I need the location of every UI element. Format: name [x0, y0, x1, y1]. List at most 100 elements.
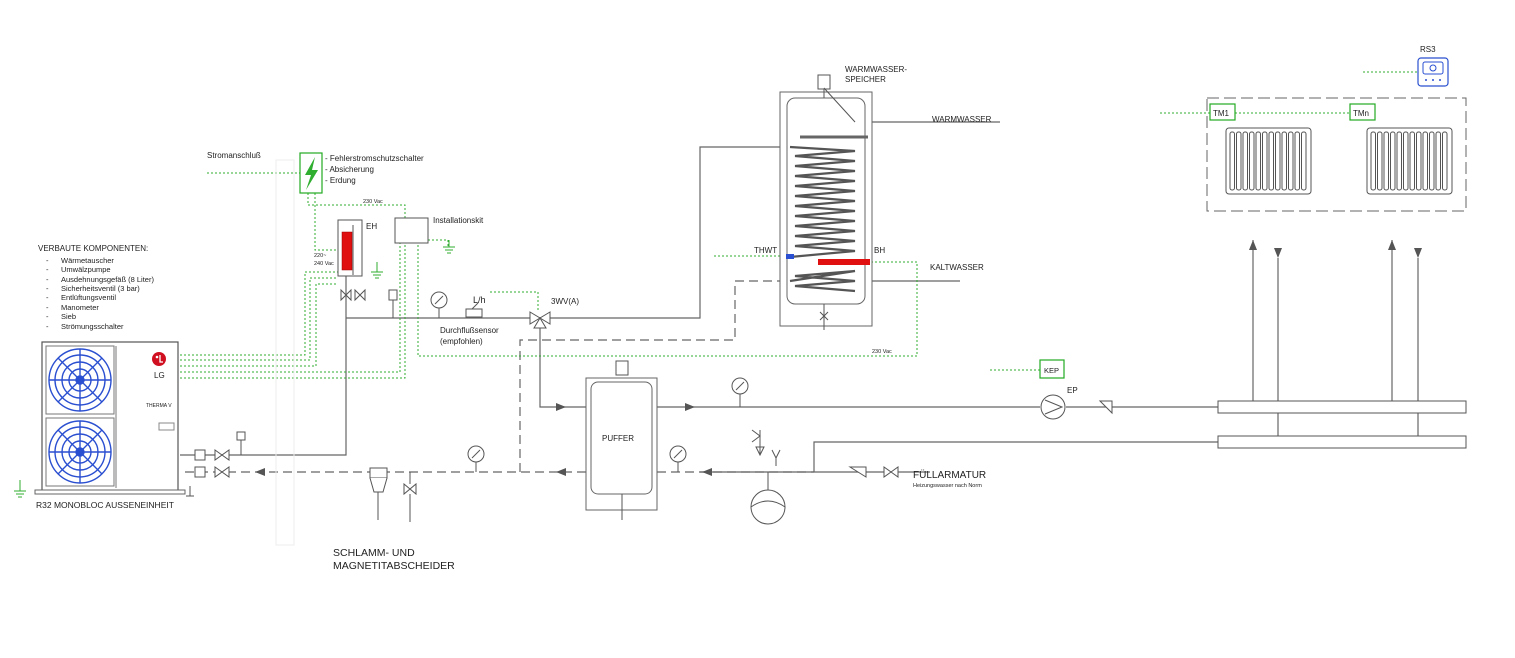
components-item: Wärmetauscher: [61, 256, 114, 265]
radiator-fin: [1435, 131, 1441, 191]
installation-kit-label: Installationskit: [433, 216, 484, 225]
svg-text:-: -: [46, 275, 49, 284]
radiator-fin: [1429, 131, 1435, 191]
svg-text:-: -: [46, 284, 49, 293]
electrical-wiring: [180, 71, 1418, 379]
manometer-icon: [467, 445, 485, 472]
radiator-fin: [1403, 131, 1409, 191]
radiator-fin: [1268, 131, 1274, 191]
components-item: Strömungsschalter: [61, 322, 124, 331]
unit-connections: [186, 431, 246, 497]
flow-arrows: [255, 240, 1422, 476]
buffer-label: PUFFER: [602, 434, 634, 443]
components-title: VERBAUTE KOMPONENTEN:: [38, 244, 148, 253]
ground-symbols: [14, 240, 455, 498]
tm1-box: [1209, 103, 1236, 121]
separator-label: MAGNETITABSCHEIDER: [333, 560, 455, 572]
radiator-fin: [1442, 131, 1448, 191]
components-item: Sieb: [61, 312, 76, 321]
rs3-label: RS3: [1420, 45, 1436, 54]
lightning-icon: [305, 157, 318, 190]
radiator-fin: [1288, 131, 1294, 191]
manometer-icon: [669, 445, 687, 472]
flow-sensor-label: Durchflußsensor: [440, 326, 499, 335]
filling-label: FÜLLARMATUR: [913, 469, 986, 481]
flow-unit-label: L/h: [473, 295, 486, 305]
brand-label: LG: [154, 371, 165, 380]
tmn-label: TMn: [1353, 109, 1369, 118]
voltage-label: 220~: [314, 253, 326, 259]
tmn-box: [1349, 103, 1376, 121]
svg-text:-: -: [46, 322, 49, 331]
filling-sublabel: Heizungswasser nach Norm: [913, 483, 982, 489]
radiator-fin: [1390, 131, 1396, 191]
radiator-fin: [1294, 131, 1300, 191]
voltage-label: 240 Vac: [314, 261, 334, 267]
three-way-valve: [529, 311, 551, 329]
svg-text:-: -: [46, 312, 49, 321]
power-label: Stromanschluß: [207, 151, 261, 160]
radiator-fin: [1262, 131, 1268, 191]
electric-heater: [337, 219, 366, 302]
dhw-tank: [779, 74, 873, 330]
components-item: Manometer: [61, 303, 99, 312]
radiator-fin: [1377, 131, 1383, 191]
tm1-label: TM1: [1213, 109, 1230, 118]
svg-text:-: -: [46, 293, 49, 302]
kep-label: KEP: [1044, 366, 1059, 375]
flow-sensor-icon: [465, 302, 483, 318]
three-way-valve-label: 3WV(A): [551, 297, 579, 306]
radiator-fin: [1255, 131, 1261, 191]
eh-label: EH: [366, 222, 377, 231]
installation-kit-box: [394, 217, 429, 244]
outdoor-unit: LG THERMA V: [34, 341, 186, 495]
radiator-fin: [1383, 131, 1389, 191]
kaltwasser-label: KALTWASSER: [930, 263, 984, 272]
flow-sensor-sublabel: (empfohlen): [440, 337, 483, 346]
return-pipes: [180, 280, 814, 473]
components-list: VERBAUTE KOMPONENTEN: Wärmetauscher Umwä…: [38, 244, 154, 331]
circulation-pump: [1040, 394, 1113, 420]
power-item: - Absicherung: [325, 165, 374, 174]
components-item: Umwälzpumpe: [61, 265, 111, 274]
model-label: THERMA V: [146, 403, 172, 409]
manometer-icon: [731, 377, 749, 407]
remote-controller-icon: [1417, 57, 1449, 87]
radiator-fin: [1275, 131, 1281, 191]
outdoor-unit-label: R32 MONOBLOC AUSSENEINHEIT: [36, 500, 174, 510]
radiator-fin: [1370, 131, 1376, 191]
fan-icon: [48, 348, 112, 412]
svg-text:-: -: [46, 265, 49, 274]
separator-label: SCHLAMM- UND: [333, 547, 415, 559]
radiator-fin: [1416, 131, 1422, 191]
lg-logo-icon: [152, 352, 166, 366]
power-switch: [299, 152, 323, 194]
supply-manifold: [1217, 400, 1467, 414]
filling-valves: [848, 466, 899, 478]
kep-box: [1039, 359, 1065, 379]
air-vent: [388, 289, 398, 318]
warmwasser-label: WARMWASSER: [932, 115, 992, 124]
power-item: - Fehlerstromschutzschalter: [325, 154, 424, 163]
return-manifold: [1217, 435, 1467, 449]
voltage-label: 230 Vac: [363, 199, 383, 205]
expansion-vessel: [750, 429, 786, 525]
radiator-fin: [1242, 131, 1248, 191]
heating-coil: [789, 145, 856, 259]
sludge-separator: [369, 467, 417, 522]
ep-label: EP: [1067, 386, 1078, 395]
svg-text:-: -: [46, 303, 49, 312]
radiator-fin: [1409, 131, 1415, 191]
components-item: Ausdehnungsgefäß (8 Liter): [61, 275, 154, 284]
radiator-fin: [1229, 131, 1235, 191]
radiator-fin: [1249, 131, 1255, 191]
tank-title: WARMWASSER-: [845, 65, 907, 74]
radiator-fin: [1396, 131, 1402, 191]
components-item: Entlüftungsventil: [61, 293, 116, 302]
tank-title: SPEICHER: [845, 75, 886, 84]
heating-zone: [1206, 97, 1467, 212]
voltage-label: 230 Vac: [872, 349, 892, 355]
svg-text:-: -: [46, 256, 49, 265]
radiator-fin: [1281, 131, 1287, 191]
